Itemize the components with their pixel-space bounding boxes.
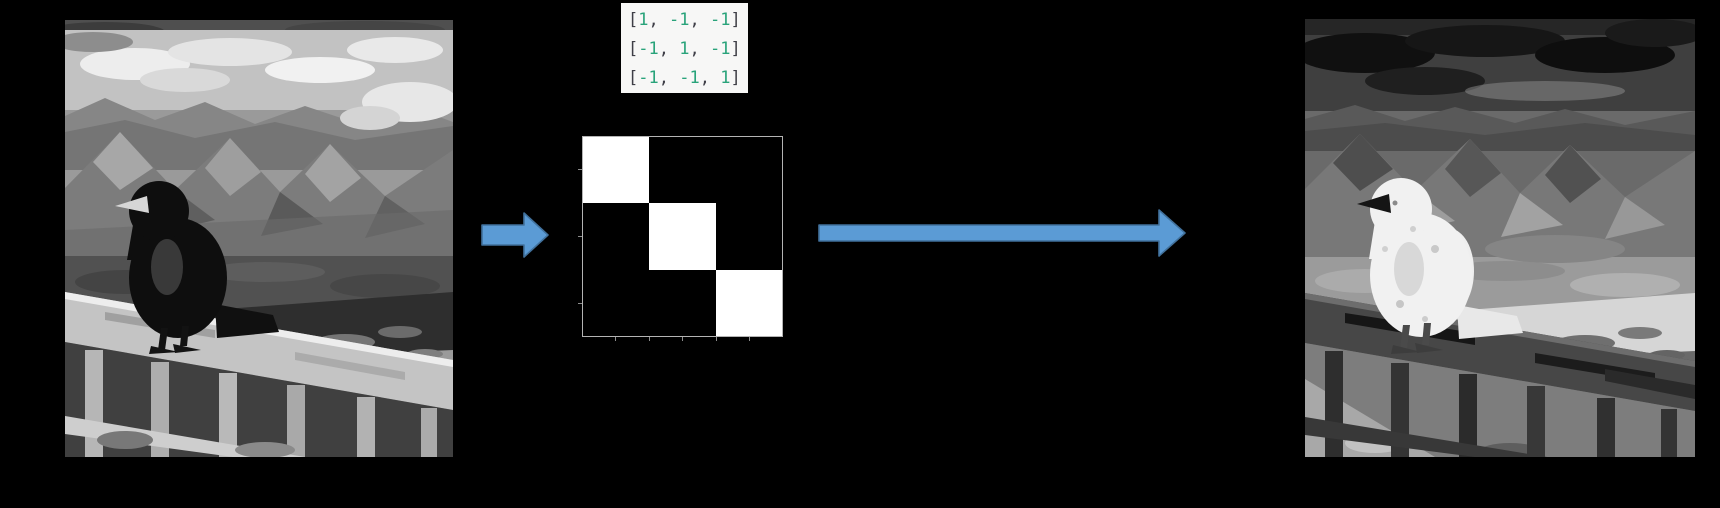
bird-beak — [115, 196, 149, 213]
axis-tick — [578, 236, 582, 237]
kernel-matrix-line: [-1, -1, 1] — [628, 68, 741, 88]
kernel-matrix-line: [1, -1, -1] — [628, 10, 741, 30]
kernel-matrix-text: [1, -1, -1] [-1, 1, -1] [-1, -1, 1] — [621, 3, 748, 93]
kernel-cell — [715, 203, 782, 270]
axis-tick — [749, 337, 750, 341]
arrow-right-icon — [818, 209, 1186, 257]
kernel-cell — [715, 269, 782, 336]
axis-tick — [578, 303, 582, 304]
axis-tick — [578, 169, 582, 170]
output-image-art — [1305, 19, 1695, 457]
kernel-cell — [583, 269, 650, 336]
kernel-cell — [583, 137, 650, 204]
kernel-cell — [649, 137, 716, 204]
kernel-cell — [583, 203, 650, 270]
input-image — [65, 20, 453, 457]
axis-tick — [615, 337, 616, 341]
input-image-art — [65, 20, 453, 457]
kernel-matrix-line: [-1, 1, -1] — [628, 39, 741, 59]
bird-beak — [1357, 194, 1391, 213]
axis-tick — [649, 337, 650, 341]
kernel-cell — [649, 269, 716, 336]
kernel-grid-figure — [578, 136, 783, 341]
arrow-right-icon — [481, 212, 549, 258]
kernel-cell — [715, 137, 782, 204]
axis-tick — [716, 337, 717, 341]
kernel-grid — [582, 136, 783, 337]
kernel-cell — [649, 203, 716, 270]
output-image — [1305, 19, 1695, 457]
axis-tick — [682, 337, 683, 341]
